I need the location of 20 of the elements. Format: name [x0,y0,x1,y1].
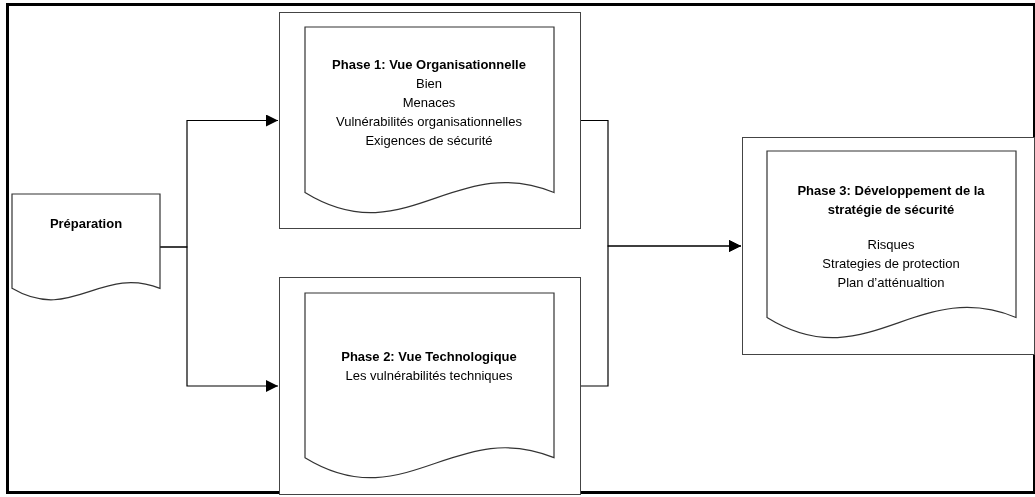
frame-box [742,137,1035,355]
frame-box [279,277,581,495]
frame-box [279,12,581,229]
node-text: Les vulnérabilités techniques [345,366,513,385]
node-text: Risques [867,235,915,254]
node-title: Phase 3: Développement de la stratégie de sécurité [796,181,986,219]
node-text: Strategies de protection [822,254,960,273]
document-shape [304,26,554,213]
node-title: Préparation [49,215,123,233]
node-title: Phase 1: Vue Organisationnelle [332,55,526,74]
node-text: Vulnérabilités organisationnelles [336,112,522,131]
connector-arrow [580,240,742,387]
node-text: Menaces [402,93,456,112]
document-shape [304,292,554,478]
node-text: Bien [416,74,442,93]
document-shape [766,150,1016,338]
node-title: Phase 2: Vue Technologique [341,347,517,366]
node-text: Exigences de sécurité [365,131,493,150]
document-shape [12,194,160,300]
node-text: Plan d’atténualtion [837,273,945,292]
